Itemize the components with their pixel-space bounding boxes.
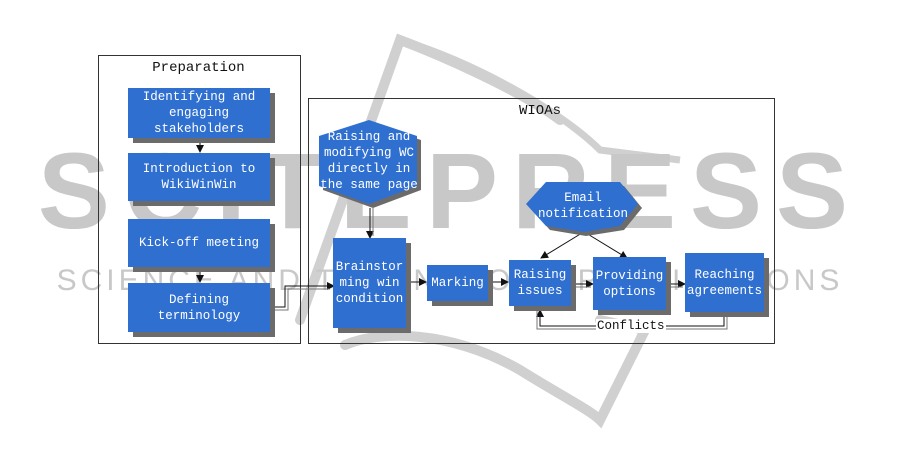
step-raising-issues[interactable]: Raising issues — [509, 260, 571, 306]
arrow-email-to-issues — [540, 232, 583, 259]
preparation-panel — [98, 55, 301, 344]
arrow-terminology-to-brainstorm — [271, 282, 335, 308]
hex-modify-wc[interactable] — [315, 120, 430, 212]
wioas-panel — [308, 98, 775, 344]
preparation-title: Preparation — [152, 60, 245, 76]
step-brainstorming-win-condition[interactable]: Brainstor ming win condition — [333, 238, 406, 328]
step-identifying-stakeholders[interactable]: Identifying and engaging stakeholders — [128, 88, 270, 138]
hex-email-notification-label: Email notification — [537, 191, 628, 221]
step-marking[interactable]: Marking — [427, 265, 488, 301]
hex-modify-wc-label: Raising and modifying WC directly in the… — [320, 130, 418, 192]
step-introduction-wikiwinwin[interactable]: Introduction to WikiWinWin — [128, 153, 270, 201]
step-defining-terminology[interactable]: Defining terminology — [128, 283, 270, 332]
step-kickoff-meeting[interactable]: Kick-off meeting — [128, 219, 270, 267]
conflicts-label: Conflicts — [596, 319, 666, 333]
hex-email-notification[interactable] — [526, 182, 644, 236]
step-providing-options[interactable]: Providing options — [593, 257, 666, 310]
arrow-email-to-options — [585, 232, 628, 259]
wioas-title: WIOAs — [518, 103, 561, 119]
step-reaching-agreements[interactable]: Reaching agreements — [685, 253, 764, 312]
